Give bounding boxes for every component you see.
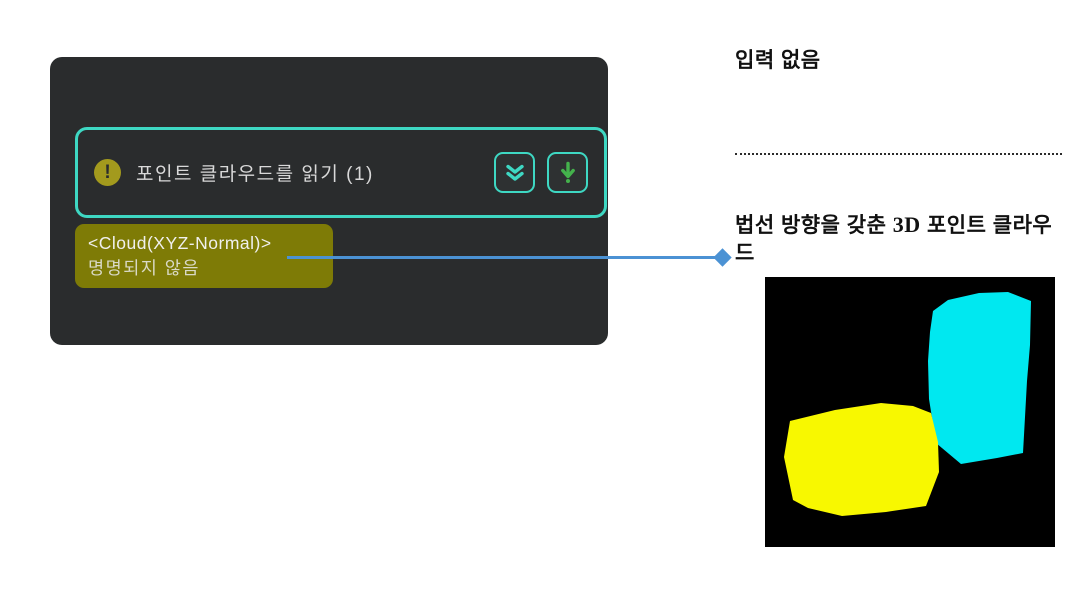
node-editor-panel: ! 포인트 클라우드를 읽기 (1) xyxy=(50,57,608,345)
cyan-point-cloud-blob xyxy=(928,292,1031,464)
arrow-down-icon xyxy=(560,161,575,183)
output-port-name: 명명되지 않음 xyxy=(88,258,200,278)
point-cloud-preview xyxy=(765,277,1055,547)
output-description-3d: 3D xyxy=(892,212,921,237)
node-title: 포인트 클라우드를 읽기 (1) xyxy=(136,164,374,185)
output-description-prefix: 법선 방향을 갖춘 xyxy=(735,214,893,237)
run-node-button[interactable] xyxy=(547,152,588,193)
connector-line xyxy=(287,256,718,259)
expand-parameters-button[interactable] xyxy=(494,152,535,193)
node-read-point-cloud[interactable]: ! 포인트 클라우드를 읽기 (1) xyxy=(75,127,607,218)
double-chevron-down-icon xyxy=(505,164,524,181)
warning-icon: ! xyxy=(94,159,121,186)
connector-diamond-icon xyxy=(713,248,732,267)
warning-glyph: ! xyxy=(104,161,111,183)
output-description: 법선 방향을 갖춘 3D 포인트 클라우드 xyxy=(735,210,1057,267)
point-cloud-image xyxy=(765,277,1055,547)
no-input-label: 입력 없음 xyxy=(735,49,821,72)
yellow-point-cloud-blob xyxy=(784,403,939,516)
node-button-group xyxy=(494,152,588,193)
output-description-suffix: 포인트 클라우드 xyxy=(735,214,1053,265)
output-port-type: <Cloud(XYZ-Normal)> xyxy=(88,233,272,253)
dotted-divider xyxy=(735,153,1062,155)
